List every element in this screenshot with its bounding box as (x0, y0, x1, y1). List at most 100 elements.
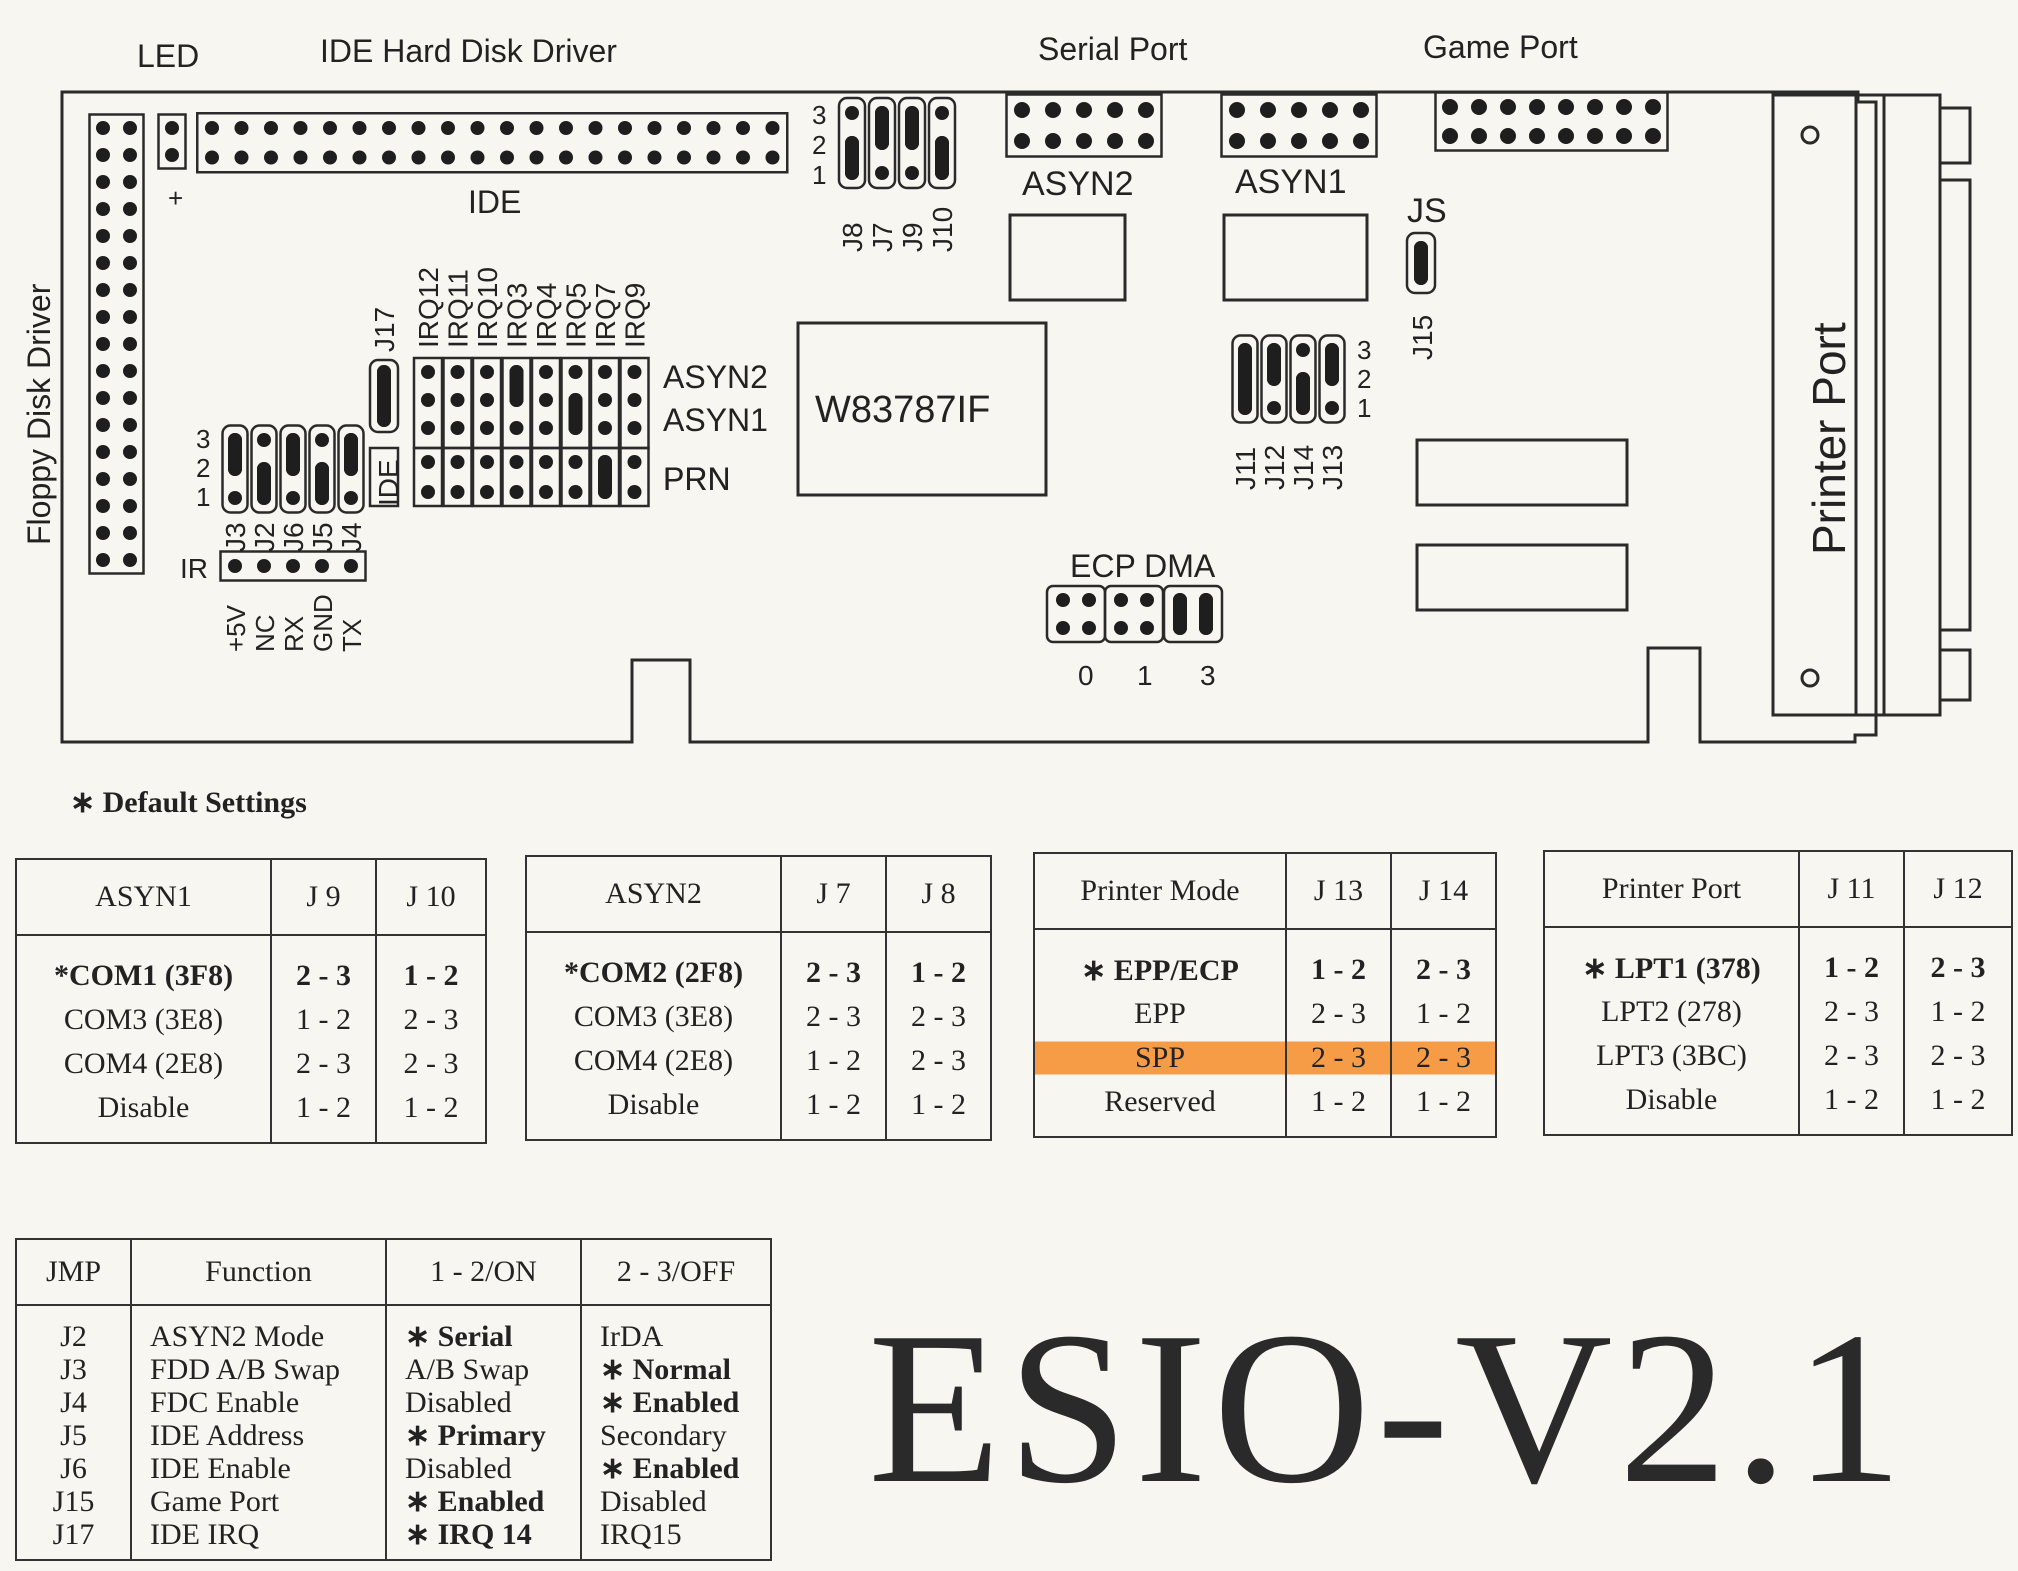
table-cell: ∗ Serial (385, 1305, 582, 1353)
pin-number: 1 (812, 160, 826, 190)
game-port-header-pin (1529, 99, 1545, 115)
printer-port-table: Printer Port J 11 J 12 ∗ LPT1 (378)1 - 2… (1543, 850, 2013, 1136)
irq-label: IRQ4 (531, 283, 562, 348)
irq-label: IRQ3 (502, 283, 533, 348)
table-cell: COM3 (3E8) (525, 995, 782, 1039)
ide-hdd-label: IDE Hard Disk Driver (320, 33, 617, 69)
ide-header-pin (529, 150, 544, 165)
asyn2-header-pin (1138, 102, 1154, 118)
right-jumper-outline (1231, 334, 1259, 424)
table-header: J 9 (270, 858, 377, 936)
left-jumper-pin (257, 433, 271, 447)
floppy-header-pin (96, 499, 110, 513)
table-cell: Secondary (580, 1419, 772, 1452)
table-cell: SPP (1033, 1036, 1287, 1080)
asyn2-header-pin (1076, 133, 1092, 149)
asyn2-header-pin (1107, 102, 1123, 118)
irq-pin (450, 365, 465, 379)
left-jumper-pin (344, 491, 358, 505)
jumper-label: J14 (1288, 445, 1319, 490)
game-port-label: Game Port (1423, 29, 1578, 65)
ide-header-pin (647, 121, 662, 135)
floppy-header-pin (123, 472, 137, 486)
jumper-cap (1414, 241, 1428, 285)
floppy-header-pin (123, 364, 137, 378)
ide-header-pin (618, 150, 632, 165)
pin-number: 1 (196, 482, 210, 512)
irq-pin (598, 393, 612, 407)
jumper-cap (1199, 593, 1213, 635)
prn-label: PRN (663, 461, 731, 497)
irq-pin (450, 421, 465, 435)
pin-number: 2 (196, 453, 210, 483)
table-cell: IRQ15 (580, 1518, 772, 1561)
asyn2-header-pin (1138, 133, 1154, 149)
table-cell: 1 - 2 (885, 1083, 992, 1141)
left-jumper-outline (337, 424, 365, 514)
led-header-outline (157, 113, 187, 170)
table-cell: 2 - 3 (1285, 1036, 1392, 1080)
ide-header-pin (500, 121, 514, 135)
j17-outline (368, 358, 400, 434)
pin-number: 3 (1357, 335, 1371, 365)
irq-outline (589, 446, 621, 508)
table-cell: 2 - 3 (1903, 1034, 2013, 1078)
table-cell: ∗ Primary (385, 1419, 582, 1452)
ide-header-pin (382, 150, 396, 165)
asyn2-header-outline (1005, 93, 1163, 158)
table-cell: 1 - 2 (1390, 992, 1497, 1036)
top-jumper-pin (875, 166, 889, 180)
top-jumper-pin (845, 106, 859, 120)
table-cell: ∗ Normal (580, 1353, 772, 1386)
table-cell: A/B Swap (385, 1353, 582, 1386)
asyn2-header-pin (1107, 133, 1123, 149)
game-port-header-pin (1558, 99, 1574, 115)
asyn2-header-pin (1045, 102, 1061, 118)
table-cell: J15 (15, 1485, 132, 1518)
table-cell: Game Port (130, 1485, 387, 1518)
table-cell: 1 - 2 (1903, 1078, 2013, 1136)
floppy-header-pin (96, 337, 110, 351)
irq-pin (598, 421, 612, 435)
right-jumper-pin (1325, 401, 1339, 415)
plus-label: + (168, 183, 183, 213)
asyn1-connector-label: ASYN1 (1235, 163, 1347, 201)
game-port-header-pin (1616, 99, 1632, 115)
asyn2-header-pin (1076, 102, 1092, 118)
ecp-dma-pin (1056, 621, 1070, 635)
floppy-header-pin (96, 175, 110, 189)
table-cell: 2 - 3 (1798, 990, 1905, 1034)
irq-outline (530, 446, 562, 508)
table-header: Printer Mode (1033, 852, 1287, 930)
table-cell: ASYN2 Mode (130, 1305, 387, 1353)
table-cell: 1 - 2 (885, 932, 992, 995)
floppy-header-pin (96, 310, 110, 324)
table-header: Function (130, 1238, 387, 1306)
table-header: J 14 (1390, 852, 1497, 930)
left-jumper-pin (315, 433, 329, 447)
ecp-dma-block (1162, 584, 1224, 644)
table-cell: Disable (1543, 1078, 1800, 1136)
table-cell: Disabled (580, 1485, 772, 1518)
pin-number: 2 (812, 130, 826, 160)
jumper-label: J6 (278, 522, 309, 552)
jumper-cap (1238, 343, 1252, 415)
irq-row-label: PRN (663, 461, 731, 497)
ide-header-pin (382, 121, 396, 135)
floppy-header-pin (96, 121, 110, 135)
table-cell: 2 - 3 (1903, 927, 2013, 990)
ide-header-pin (470, 121, 485, 135)
ecp-dma-pin (1082, 621, 1096, 635)
table-cell: J3 (15, 1353, 132, 1386)
asyn2-connector-label: ASYN2 (1022, 165, 1134, 203)
irq-row-label: ASYN2 (663, 359, 768, 395)
table-cell: ∗ LPT1 (378) (1543, 927, 1800, 990)
right-jumper-outline (1318, 334, 1346, 424)
